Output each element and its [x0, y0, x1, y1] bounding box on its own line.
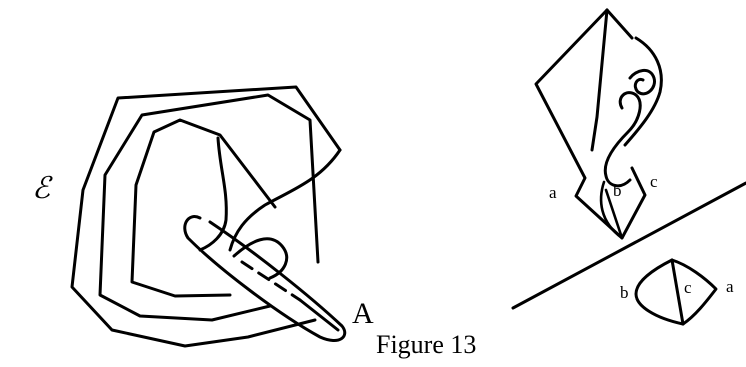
dashed-strand — [240, 260, 302, 302]
label-lower-c: c — [684, 278, 692, 297]
small-right-arc — [670, 258, 718, 326]
diagonal-strand — [228, 148, 342, 252]
second-loop — [98, 93, 320, 322]
small-left-arc — [634, 258, 685, 326]
label-point-a: A — [352, 297, 374, 330]
label-upper-b: b — [613, 181, 622, 200]
tangle-outline — [534, 8, 647, 240]
lower-right-diagram — [634, 258, 718, 326]
upper-right-tangle — [534, 8, 663, 240]
label-upper-a: a — [549, 183, 557, 202]
separator-line — [511, 181, 746, 310]
label-upper-c: c — [650, 172, 658, 191]
label-lower-b: b — [620, 283, 629, 302]
outer-loop — [70, 85, 342, 348]
tangle-b-line — [604, 188, 624, 240]
third-loop — [130, 118, 277, 298]
tangle-hook-lower — [603, 91, 642, 188]
left-knot — [70, 85, 347, 348]
long-oval — [183, 215, 347, 342]
loop-tail — [298, 298, 340, 332]
tangle-hook-right — [623, 36, 663, 147]
label-script-e: ℰ — [32, 172, 51, 205]
tangle-right-edge — [605, 8, 634, 40]
figure-caption: Figure 13 — [376, 330, 477, 359]
tangle-b-curve — [599, 180, 624, 240]
tangle-hook-small — [628, 69, 656, 96]
crossing-strand — [232, 237, 289, 280]
label-lower-a: a — [726, 277, 734, 296]
small-chord — [670, 258, 685, 326]
tangle-vertical — [590, 8, 609, 152]
inner-curl — [198, 136, 228, 252]
